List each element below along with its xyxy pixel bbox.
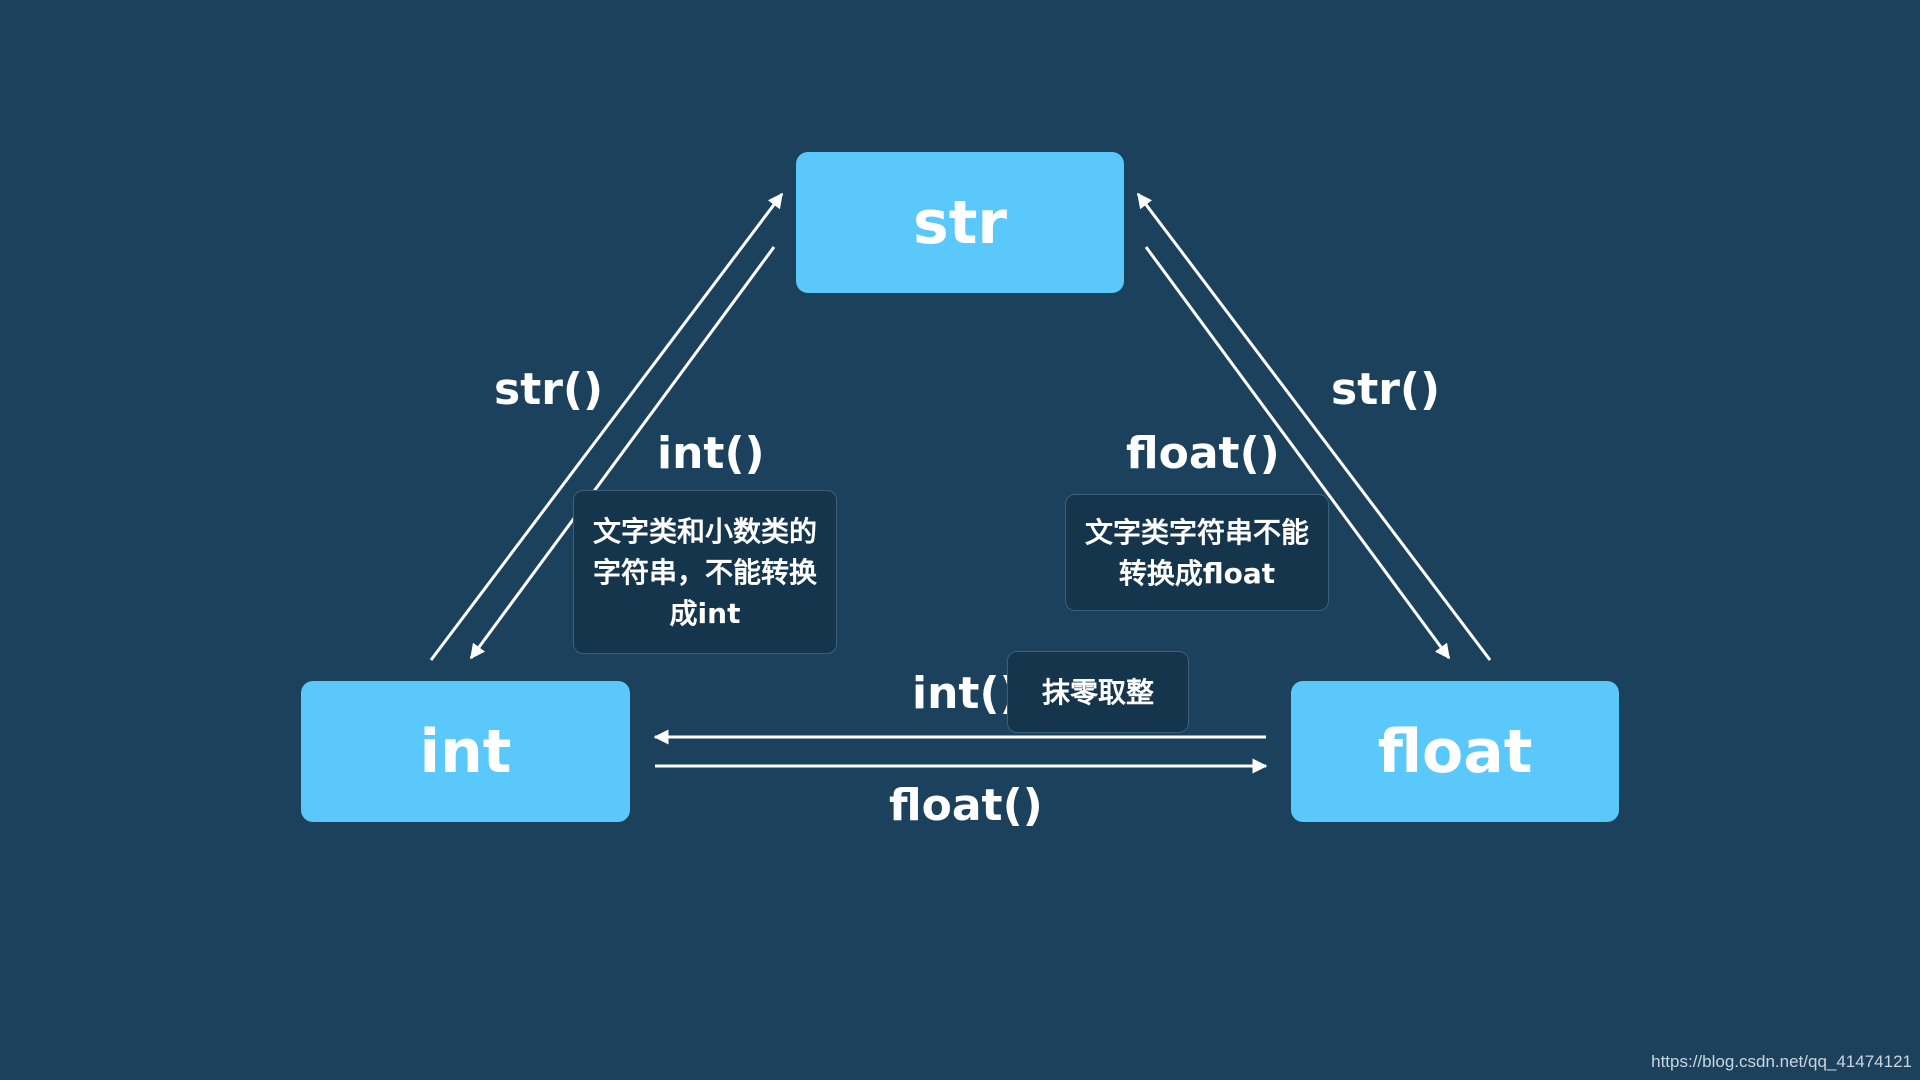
watermark: https://blog.csdn.net/qq_41474121 <box>1651 1052 1912 1071</box>
note-str-to-float: 文字类字符串不能转换成float <box>1065 494 1329 611</box>
arrow-str-to-float <box>1144 246 1451 660</box>
note-str-to-float-text: 文字类字符串不能转换成float <box>1084 515 1309 590</box>
edge-label-float-to-str: str() <box>1331 364 1441 415</box>
note-str-to-int-text: 文字类和小数类的字符串，不能转换成int <box>592 514 817 630</box>
arrow-str-to-int <box>469 246 776 660</box>
edge-label-int-to-str: str() <box>494 364 604 415</box>
arrow-float-to-str <box>1136 192 1492 661</box>
edge-label-int-to-float: float() <box>889 780 1043 831</box>
node-str: str <box>796 152 1124 293</box>
edge-label-str-to-float: float() <box>1126 428 1280 479</box>
note-float-to-int-text: 抹零取整 <box>1041 675 1154 709</box>
note-str-to-int: 文字类和小数类的字符串，不能转换成int <box>573 490 837 654</box>
edge-label-float-to-int: int() <box>912 668 1020 719</box>
node-int: int <box>301 681 630 822</box>
arrow-int-to-str <box>429 192 784 661</box>
edge-label-str-to-int: int() <box>657 428 765 479</box>
node-float: float <box>1291 681 1619 822</box>
note-float-to-int: 抹零取整 <box>1007 651 1189 733</box>
